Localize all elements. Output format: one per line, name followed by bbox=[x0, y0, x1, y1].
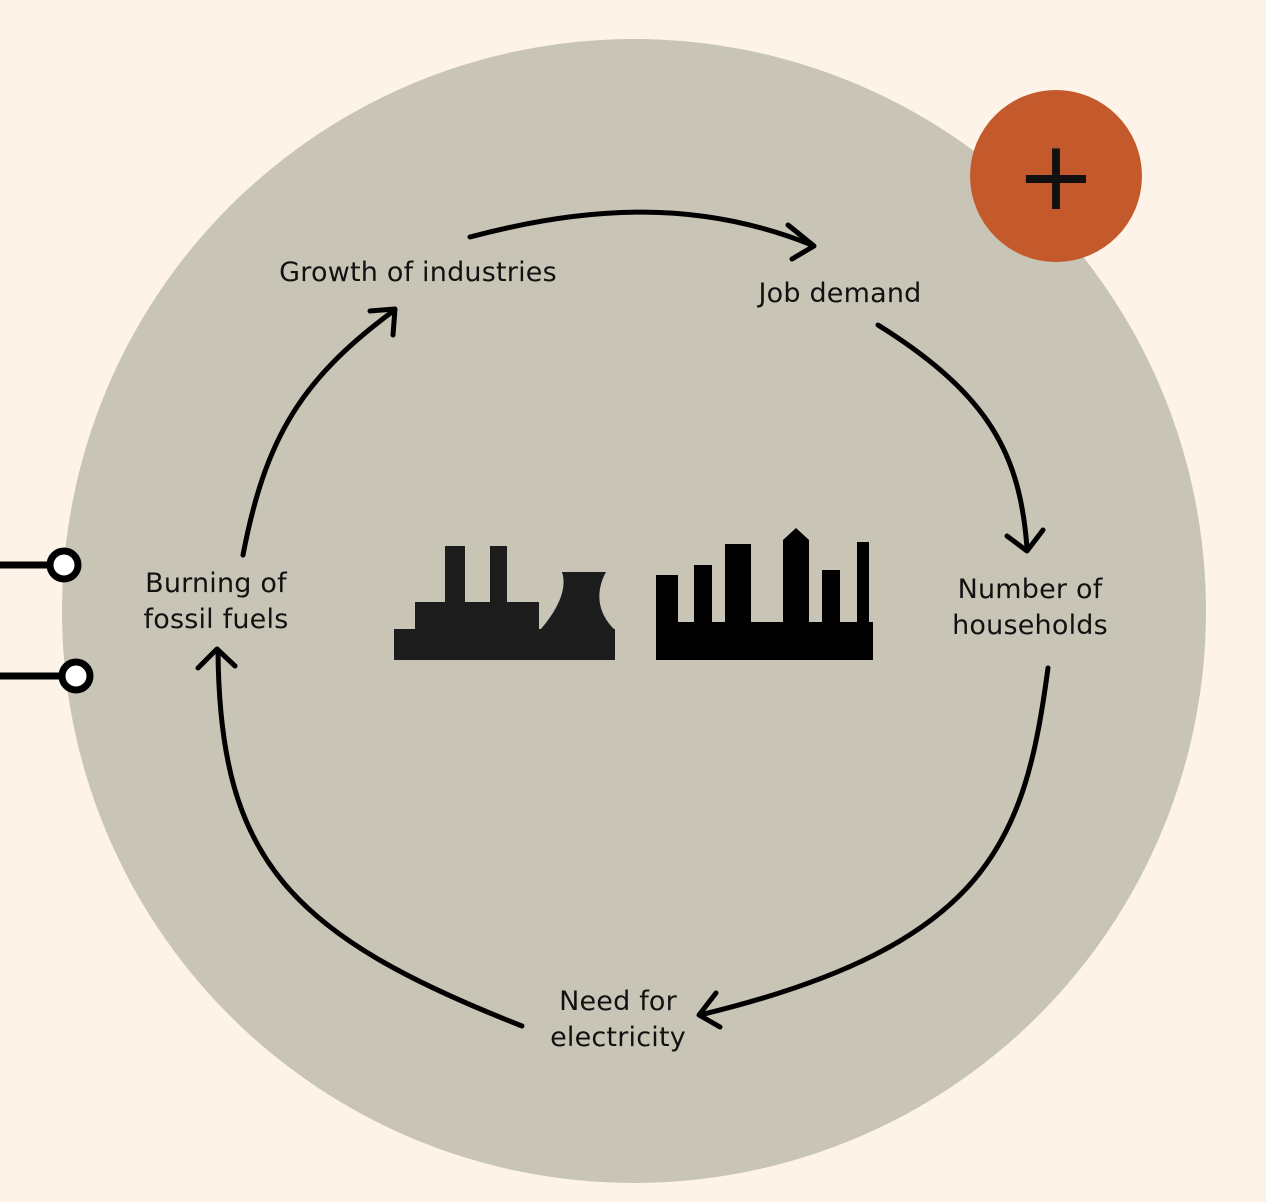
node-need-for-electricity: Need for electricity bbox=[528, 984, 708, 1056]
arrow-growth-to-job bbox=[467, 209, 817, 262]
arrow-burning-to-growth bbox=[240, 306, 398, 558]
node-label: Number of bbox=[957, 574, 1103, 605]
node-label: Burning of bbox=[145, 568, 287, 599]
arrow-electricity-to-burning bbox=[195, 646, 525, 1029]
node-label: electricity bbox=[550, 1022, 686, 1053]
node-number-of-households: Number of households bbox=[930, 572, 1130, 644]
node-label: fossil fuels bbox=[143, 604, 289, 635]
node-job-demand: Job demand bbox=[738, 276, 942, 312]
connector-icon bbox=[0, 658, 94, 694]
node-label: Job demand bbox=[758, 278, 922, 309]
node-label: Need for bbox=[559, 986, 677, 1017]
loop-circle bbox=[62, 39, 1206, 1183]
arrow-job-to-households bbox=[875, 322, 1046, 554]
node-label: Growth of industries bbox=[279, 257, 557, 288]
city-skyline-icon bbox=[656, 528, 873, 660]
node-burning-of-fossil-fuels: Burning of fossil fuels bbox=[118, 566, 314, 638]
connector-icon bbox=[0, 547, 82, 583]
power-plant-icon bbox=[394, 546, 615, 660]
arrow-households-to-electricity bbox=[696, 665, 1051, 1030]
node-growth-of-industries: Growth of industries bbox=[262, 255, 574, 291]
node-label: households bbox=[952, 610, 1108, 641]
reinforcing-badge bbox=[970, 90, 1142, 262]
